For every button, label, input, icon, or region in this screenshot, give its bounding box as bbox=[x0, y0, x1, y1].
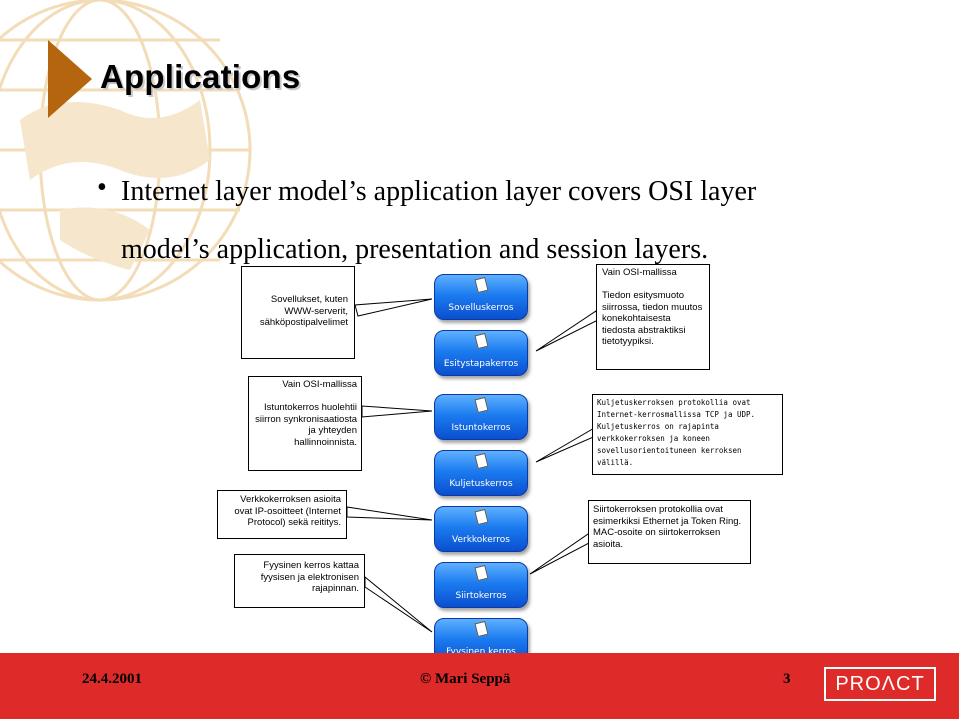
layer-label: Istuntokerros bbox=[451, 423, 511, 433]
title-arrow-icon bbox=[48, 40, 92, 118]
bullet-text-line2: model’s application, presentation and se… bbox=[121, 234, 709, 265]
layer-label: Kuljetuskerros bbox=[449, 479, 513, 489]
bullet-text-line1: Internet layer model’s application layer… bbox=[121, 176, 757, 207]
callout-session: Vain OSI-mallissa Istuntokerros huolehti… bbox=[248, 376, 362, 471]
layer-transport[interactable]: Kuljetuskerros bbox=[434, 450, 528, 496]
layer-presentation[interactable]: Esitystapakerros bbox=[434, 330, 528, 376]
footer-author: © Mari Seppä bbox=[420, 671, 511, 687]
callout-applications: Sovellukset, kuten WWW-serverit, sähköpo… bbox=[241, 266, 355, 359]
slide-title: Applications bbox=[100, 58, 301, 95]
layer-label: Sovelluskerros bbox=[448, 303, 514, 313]
callout-datalink: Siirtokerroksen protokollia ovat esimerk… bbox=[588, 500, 751, 564]
document-icon bbox=[474, 276, 489, 294]
layer-label: Verkkokerros bbox=[452, 535, 510, 545]
document-icon bbox=[474, 508, 489, 526]
layer-network[interactable]: Verkkokerros bbox=[434, 506, 528, 552]
layer-label: Esitystapakerros bbox=[443, 359, 519, 369]
document-icon bbox=[474, 332, 489, 350]
document-icon bbox=[474, 564, 489, 582]
layer-label: Siirtokerros bbox=[455, 591, 507, 601]
document-icon bbox=[474, 452, 489, 470]
layer-datalink[interactable]: Siirtokerros bbox=[434, 562, 528, 608]
proact-logo: PROΛCT bbox=[824, 667, 936, 701]
callout-presentation: Vain OSI-mallissa Tiedon esitysmuoto sii… bbox=[596, 264, 710, 370]
callout-network: Verkkokerroksen asioita ovat IP-osoittee… bbox=[217, 490, 347, 539]
bullet-icon: • bbox=[97, 172, 107, 203]
footer-date: 24.4.2001 bbox=[82, 671, 142, 687]
layer-session[interactable]: Istuntokerros bbox=[434, 394, 528, 440]
osi-layer-diagram: Sovelluskerros Esitystapakerros Istuntok… bbox=[200, 262, 800, 664]
document-icon bbox=[474, 396, 489, 414]
layer-application[interactable]: Sovelluskerros bbox=[434, 274, 528, 320]
footer-bar: 24.4.2001 © Mari Seppä 3 PROΛCT bbox=[0, 653, 959, 719]
footer-page-number: 3 bbox=[783, 671, 791, 687]
callout-physical: Fyysinen kerros kattaa fyysisen ja elekt… bbox=[234, 554, 365, 608]
callout-transport: Kuljetuskerroksen protokollia ovat Inter… bbox=[592, 394, 783, 475]
document-icon bbox=[474, 620, 489, 638]
globe-watermark bbox=[0, 0, 252, 302]
layer-label: Fyysinen kerros bbox=[446, 647, 516, 657]
